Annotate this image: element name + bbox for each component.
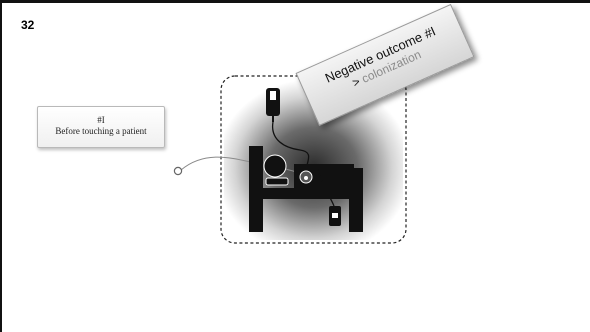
frame-left-border xyxy=(0,0,2,332)
frame-top-border xyxy=(0,0,590,3)
drainage-tube xyxy=(317,169,335,207)
connector-endpoint xyxy=(173,166,183,176)
slide-number: 32 xyxy=(21,18,35,32)
moment-number: #I xyxy=(97,115,105,125)
moment-callout: #I Before touching a patient xyxy=(37,106,165,148)
iv-tube xyxy=(272,121,310,173)
drainage-bag-icon xyxy=(329,206,341,226)
patient-icon xyxy=(263,154,289,186)
iv-bag-icon xyxy=(266,88,280,122)
hospital-bed-icon xyxy=(249,146,363,232)
moment-label: Before touching a patient xyxy=(55,126,147,136)
